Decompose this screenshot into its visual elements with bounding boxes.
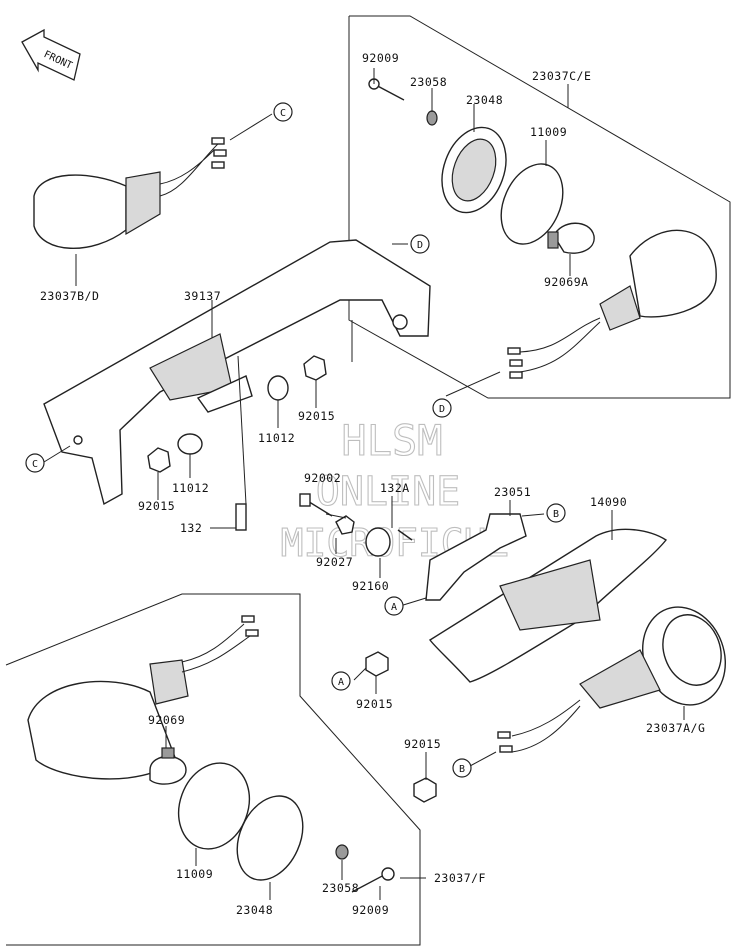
label-23037bd: 23037B/D — [40, 289, 99, 303]
callout-a-lower: A — [331, 671, 351, 691]
label-92015-lower-a: 92015 — [356, 697, 393, 711]
label-11009-bottom: 11009 — [176, 867, 213, 881]
leader-lines — [43, 68, 685, 900]
collar-11012-right — [267, 375, 289, 401]
label-23037f: 23037/F — [434, 871, 486, 885]
svg-text:C: C — [280, 108, 286, 119]
nut-92015-left — [147, 447, 171, 473]
collar-11012-left — [177, 433, 203, 455]
svg-text:A: A — [338, 677, 344, 688]
svg-text:B: B — [459, 764, 465, 775]
label-11009-top: 11009 — [530, 125, 567, 139]
grommet-92160 — [365, 527, 391, 557]
label-132: 132 — [180, 521, 202, 535]
callout-c-top: C — [273, 102, 293, 122]
bolt-132 — [235, 503, 247, 531]
callout-a-bracket: A — [384, 596, 404, 616]
turn-signal-23037bd — [33, 137, 227, 249]
washer-23058-bottom — [335, 844, 349, 860]
label-39137: 39137 — [184, 289, 221, 303]
label-11012-right: 11012 — [258, 431, 295, 445]
nut-92015-mid — [303, 355, 327, 381]
callout-b-lower: B — [452, 758, 472, 778]
label-14090: 14090 — [590, 495, 627, 509]
front-arrow-icon: FRONT — [21, 28, 81, 81]
turn-signal-23037ag — [497, 606, 726, 753]
assembly-outline-23037ce — [348, 15, 731, 399]
screw-92009-bottom-head — [381, 867, 395, 881]
cover-14090 — [428, 528, 668, 683]
label-92015-mid: 92015 — [298, 409, 335, 423]
label-23051: 23051 — [494, 485, 531, 499]
label-11012-left: 11012 — [172, 481, 209, 495]
lens-23048-bottom — [236, 795, 304, 881]
bolt-132a — [397, 529, 413, 541]
svg-text:D: D — [417, 240, 423, 251]
bracket-23051 — [425, 513, 527, 601]
svg-text:A: A — [391, 602, 397, 613]
label-92015-lower-b: 92015 — [404, 737, 441, 751]
nut-92015-lower-b — [413, 777, 437, 803]
svg-text:B: B — [553, 509, 559, 520]
label-92009-top: 92009 — [362, 51, 399, 65]
nut-92027 — [335, 515, 355, 535]
turn-signal-23037f — [27, 615, 259, 780]
watermark-line-1: HLSM — [341, 416, 442, 465]
lens-23048-top-inner — [451, 138, 497, 202]
svg-text:D: D — [439, 404, 445, 415]
label-23037ce: 23037C/E — [532, 69, 591, 83]
callout-b-bracket: B — [546, 503, 566, 523]
label-23048-top: 23048 — [466, 93, 503, 107]
watermark-line-2: ONLINE — [316, 469, 461, 515]
label-23058-bottom: 23058 — [322, 881, 359, 895]
label-92002: 92002 — [304, 471, 341, 485]
label-23058-top: 23058 — [410, 75, 447, 89]
bulb-92069 — [149, 747, 187, 785]
callout-c-left: C — [25, 453, 45, 473]
assembly-outline-23037f — [5, 593, 421, 946]
screw-92009-bottom — [351, 873, 387, 893]
svg-text:C: C — [32, 459, 38, 470]
callout-d-top: D — [410, 234, 430, 254]
label-92069a: 92069A — [544, 275, 589, 289]
gasket-11009-bottom — [177, 762, 251, 850]
bulb-92069a — [547, 222, 595, 254]
gasket-11009-top — [500, 163, 564, 245]
label-92069: 92069 — [148, 713, 185, 727]
nut-92015-lower-a — [365, 651, 389, 677]
callout-d-right: D — [432, 398, 452, 418]
label-132a: 132A — [380, 481, 410, 495]
label-92009-bottom: 92009 — [352, 903, 389, 917]
turn-signal-23037ce — [507, 229, 717, 379]
washer-23058-top — [426, 110, 438, 126]
label-92015-left: 92015 — [138, 499, 175, 513]
label-23037ag: 23037A/G — [646, 721, 705, 735]
part-labels: 92009 23058 23037C/E 23048 11009 92069A … — [40, 51, 705, 917]
label-23048-bottom: 23048 — [236, 903, 273, 917]
bolt-92002-head — [299, 493, 311, 507]
bracket-39137 — [43, 239, 431, 506]
label-92027: 92027 — [316, 555, 353, 569]
label-92160: 92160 — [352, 579, 389, 593]
